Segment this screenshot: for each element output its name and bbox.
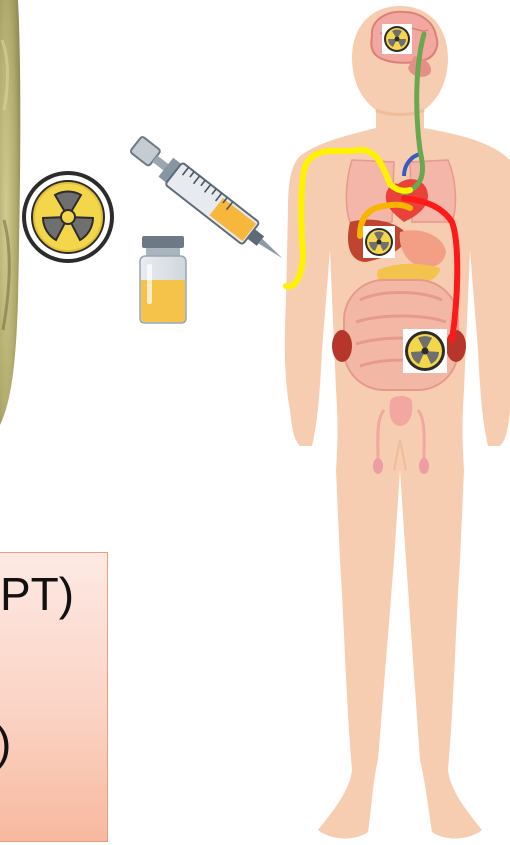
radiation-marker-kidney-icon xyxy=(403,329,447,373)
radiation-marker-liver-icon xyxy=(363,226,395,258)
caption-line-2: ) xyxy=(0,716,11,770)
caption-line-1: PT) xyxy=(0,567,74,621)
background-panel xyxy=(0,0,20,425)
radiation-symbol-icon xyxy=(22,171,114,263)
radiation-marker-brain-icon xyxy=(382,24,412,54)
vial-icon xyxy=(140,236,186,323)
